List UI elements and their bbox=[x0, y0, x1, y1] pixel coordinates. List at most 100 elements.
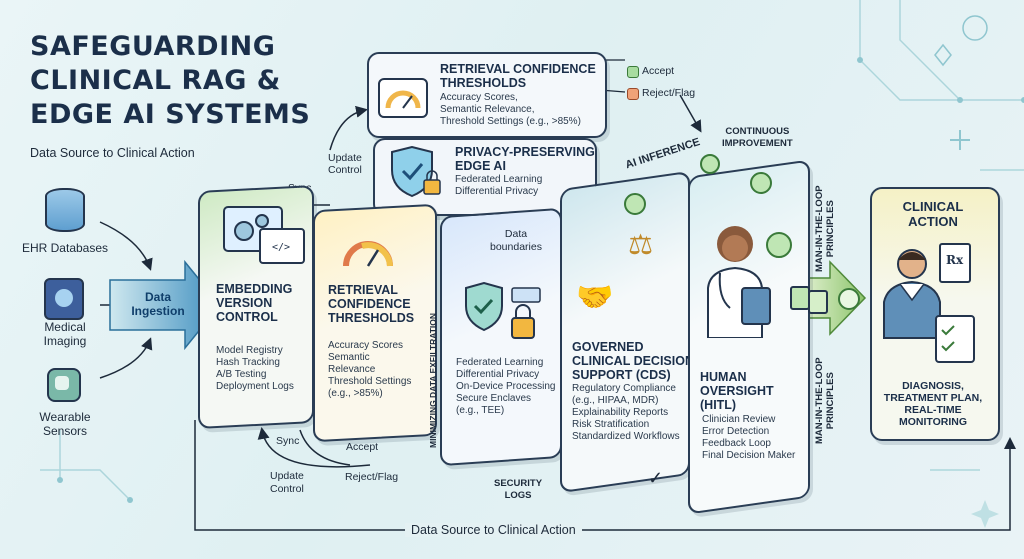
list-item: (e.g., TEE) bbox=[456, 405, 505, 416]
accept-legend-swatch bbox=[627, 66, 639, 78]
man-loop-line: MAN-IN-THE-LOOP bbox=[814, 357, 825, 444]
loop-line: Control bbox=[270, 483, 304, 495]
gauge-icon bbox=[378, 78, 428, 118]
card-title-line: GOVERNED bbox=[572, 340, 644, 354]
cds-list: Regulatory Compliance (e.g., HIPAA, MDR)… bbox=[572, 383, 680, 443]
list-item: REAL-TIME bbox=[904, 404, 962, 416]
document-stack-icon bbox=[808, 290, 828, 314]
loop-line: Control bbox=[328, 164, 362, 176]
source-label-wearable: Wearable Sensors bbox=[15, 410, 115, 438]
card-title-line: CLINICAL DECISION bbox=[572, 354, 694, 368]
list-item: Semantic Relevance, bbox=[440, 104, 535, 115]
check-circle-icon bbox=[766, 232, 792, 258]
card-title-line: EMBEDDING bbox=[216, 282, 293, 296]
list-item: Secure Enclaves bbox=[456, 393, 532, 404]
list-item: MONITORING bbox=[898, 416, 968, 428]
retrieval-list: Accuracy Scores Semantic Relevance Thres… bbox=[328, 340, 411, 400]
list-item: Federated Learning bbox=[456, 357, 544, 368]
shield-lock-icon bbox=[391, 146, 441, 198]
source-label-line: Sensors bbox=[42, 424, 88, 438]
list-item: Federated Learning bbox=[455, 174, 543, 185]
list-item: Relevance bbox=[328, 364, 376, 375]
list-item: Hash Tracking bbox=[216, 357, 280, 368]
list-item: Accuracy Scores bbox=[328, 340, 404, 351]
list-item: Differential Privacy bbox=[455, 186, 539, 197]
list-item: Accuracy Scores, bbox=[440, 92, 518, 103]
update-control-label: Update Control bbox=[270, 470, 304, 496]
heartbeat-icon bbox=[934, 43, 952, 67]
list-item: Risk Stratification bbox=[572, 419, 650, 430]
card-title-line: THRESHOLDS bbox=[328, 311, 415, 325]
source-label-ehr: EHR Databases bbox=[21, 241, 109, 255]
list-item: A/B Testing bbox=[216, 369, 267, 380]
card-title-line: VERSION bbox=[216, 296, 273, 310]
card-title-line: THRESHOLDS bbox=[440, 76, 527, 90]
sync-label: Sync bbox=[276, 435, 300, 447]
list-item: Explainability Reports bbox=[572, 407, 669, 418]
card-title-line: PRIVACY-PRESERVING bbox=[455, 145, 595, 159]
scales-icon: ⚖ bbox=[628, 229, 654, 260]
minimizing-exfiltration-label: MINIMIZING DATA EXFILTRATION bbox=[428, 312, 438, 448]
hitl-list: Clinician Review Error Detection Feedbac… bbox=[702, 414, 795, 462]
top-privacy-title: PRIVACY-PRESERVING EDGE AI bbox=[455, 145, 595, 173]
check-circle-icon bbox=[624, 193, 646, 215]
doctor-prescription-icon: Rx bbox=[883, 243, 975, 363]
data-ingestion-label: Data Ingestion bbox=[118, 290, 198, 318]
man-loop-line: MAN-IN-THE-LOOP bbox=[814, 185, 825, 272]
security-logs-line: LOGS bbox=[504, 490, 532, 501]
card-title-line: SUPPORT (CDS) bbox=[572, 368, 671, 382]
brain-scan-icon bbox=[44, 278, 84, 320]
reject-legend-label: Reject/Flag bbox=[642, 87, 696, 99]
retrieval-title: RETRIEVAL CONFIDENCE THRESHOLDS bbox=[328, 283, 414, 325]
man-loop-line: PRINCIPLES bbox=[825, 200, 836, 258]
gauge-icon bbox=[343, 241, 393, 267]
title-line: EDGE AI SYSTEMS bbox=[30, 99, 311, 130]
svg-text:Rx: Rx bbox=[946, 253, 964, 267]
man-in-loop-top-label: MAN-IN-THE-LOOP PRINCIPLES bbox=[814, 185, 836, 272]
ingestion-line: Ingestion bbox=[131, 304, 185, 318]
document-stack-icon bbox=[790, 286, 810, 310]
list-item: Threshold Settings bbox=[328, 376, 412, 387]
card-title-line: OVERSIGHT bbox=[700, 384, 774, 398]
code-gear-icon: </> bbox=[223, 206, 305, 264]
source-label-line: Imaging bbox=[43, 334, 87, 348]
list-item: TREATMENT PLAN, bbox=[883, 392, 983, 404]
list-item: Semantic bbox=[328, 352, 370, 363]
plus-icon bbox=[950, 130, 970, 150]
footer-label: Data Source to Clinical Action bbox=[405, 523, 582, 537]
card-title-line: CONTROL bbox=[216, 310, 278, 324]
ingestion-line: Data bbox=[144, 290, 171, 304]
card-title-line: CLINICAL bbox=[902, 199, 964, 214]
list-item: Standardized Workflows bbox=[572, 431, 680, 442]
card-title-line: RETRIEVAL CONFIDENCE bbox=[440, 62, 596, 76]
svg-text:</>: </> bbox=[272, 242, 290, 253]
continuous-improvement-label: CONTINUOUS IMPROVEMENT bbox=[722, 126, 793, 150]
shield-lock-icon bbox=[465, 282, 541, 339]
reject-legend-swatch bbox=[627, 88, 639, 100]
check-circle-icon bbox=[750, 172, 772, 194]
clinical-action-list: DIAGNOSIS, TREATMENT PLAN, REAL-TIME MON… bbox=[870, 380, 996, 428]
database-icon bbox=[45, 188, 85, 232]
page-subtitle: Data Source to Clinical Action bbox=[30, 146, 195, 160]
sparkle-icon bbox=[971, 500, 999, 528]
clinical-action-title: CLINICAL ACTION bbox=[870, 199, 996, 229]
top-update-control-label: Update Control bbox=[328, 152, 362, 176]
source-label-line: Wearable bbox=[39, 410, 91, 424]
list-item: Feedback Loop bbox=[702, 438, 771, 449]
embedding-list: Model Registry Hash Tracking A/B Testing… bbox=[216, 345, 294, 393]
data-boundaries-label: Data boundaries bbox=[490, 228, 542, 254]
top-retrieval-title: RETRIEVAL CONFIDENCE THRESHOLDS bbox=[440, 62, 596, 90]
list-item: On-Device Processing bbox=[456, 381, 556, 392]
smartwatch-icon bbox=[47, 368, 81, 402]
list-item: Regulatory Compliance bbox=[572, 383, 676, 394]
loop-line: Update bbox=[270, 470, 304, 482]
list-item: (e.g., HIPAA, MDR) bbox=[572, 395, 659, 406]
list-item: (e.g., >85%) bbox=[328, 388, 383, 399]
accept-label: Accept bbox=[346, 441, 379, 453]
clinician-avatar bbox=[707, 226, 771, 338]
list-item: Error Detection bbox=[702, 426, 770, 437]
continuous-line: IMPROVEMENT bbox=[722, 138, 793, 149]
man-loop-line: PRINCIPLES bbox=[825, 372, 836, 430]
card-title-line: EDGE AI bbox=[455, 159, 506, 173]
